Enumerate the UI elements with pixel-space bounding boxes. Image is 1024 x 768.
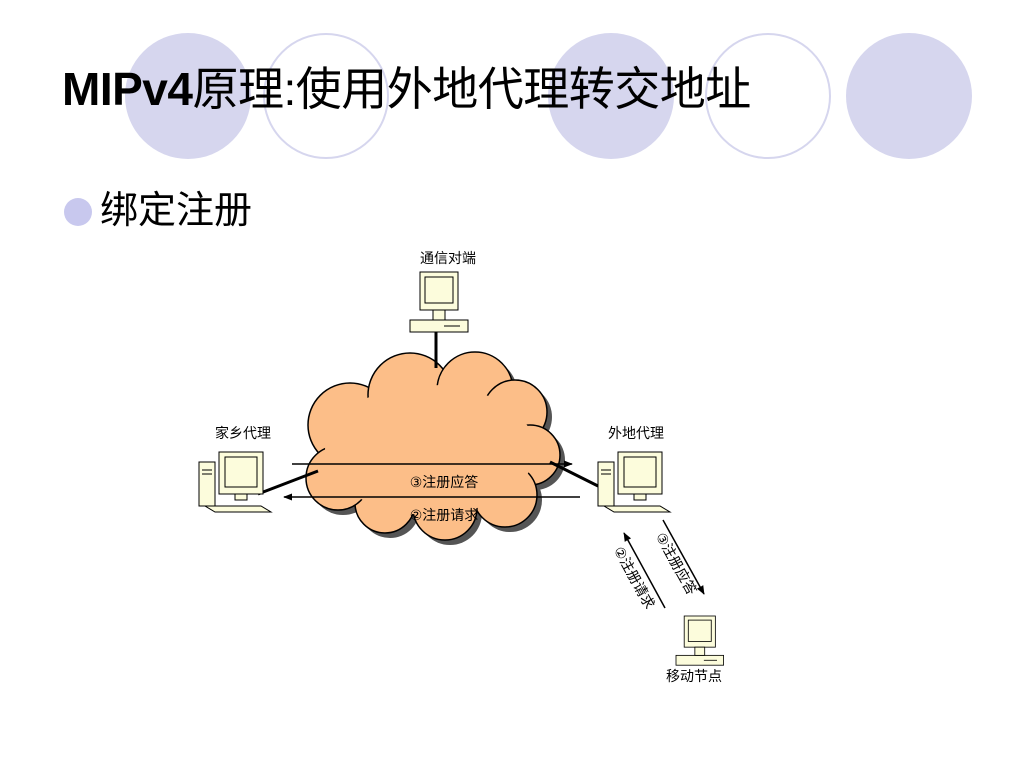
link-foreign-agent xyxy=(549,460,599,488)
label-home-agent: 家乡代理 xyxy=(215,425,271,442)
label-correspondent: 通信对端 xyxy=(420,251,476,267)
bullet-text: 绑定注册 xyxy=(100,188,253,232)
label-foreign-agent: 外地代理 xyxy=(608,426,664,442)
link-home-agent xyxy=(257,469,319,496)
correspondent-computer-icon xyxy=(409,271,469,333)
title-cjk: 原理:使用外地代理转交地址 xyxy=(192,63,751,115)
msg-registration-reply-diag: ③注册应答 xyxy=(652,530,700,598)
slide-title: MIPv4原理:使用外地代理转交地址 xyxy=(62,62,751,117)
msg-registration-request: ②注册请求 xyxy=(410,508,479,524)
mobile-node-computer-icon xyxy=(675,615,724,666)
decor-circle-4 xyxy=(705,33,831,159)
decor-circle-5 xyxy=(846,33,972,159)
label-mobile-node: 移动节点 xyxy=(666,669,722,685)
foreign-agent-computer-icon xyxy=(597,451,671,513)
arrow-registration-request-to-foreign xyxy=(623,532,666,609)
cloud-core xyxy=(325,385,535,515)
decor-circle-3 xyxy=(548,33,674,159)
bullet-dot xyxy=(64,198,92,226)
home-agent-computer-icon xyxy=(198,451,272,513)
decor-circle-2 xyxy=(263,33,389,159)
title-latin: MIPv4 xyxy=(62,63,193,115)
arrow-registration-reply-to-mobile xyxy=(662,519,705,595)
msg-registration-reply: ③注册应答 xyxy=(410,474,479,491)
msg-registration-request-diag: ②注册请求 xyxy=(610,544,657,612)
decor-circle-1 xyxy=(125,33,251,159)
